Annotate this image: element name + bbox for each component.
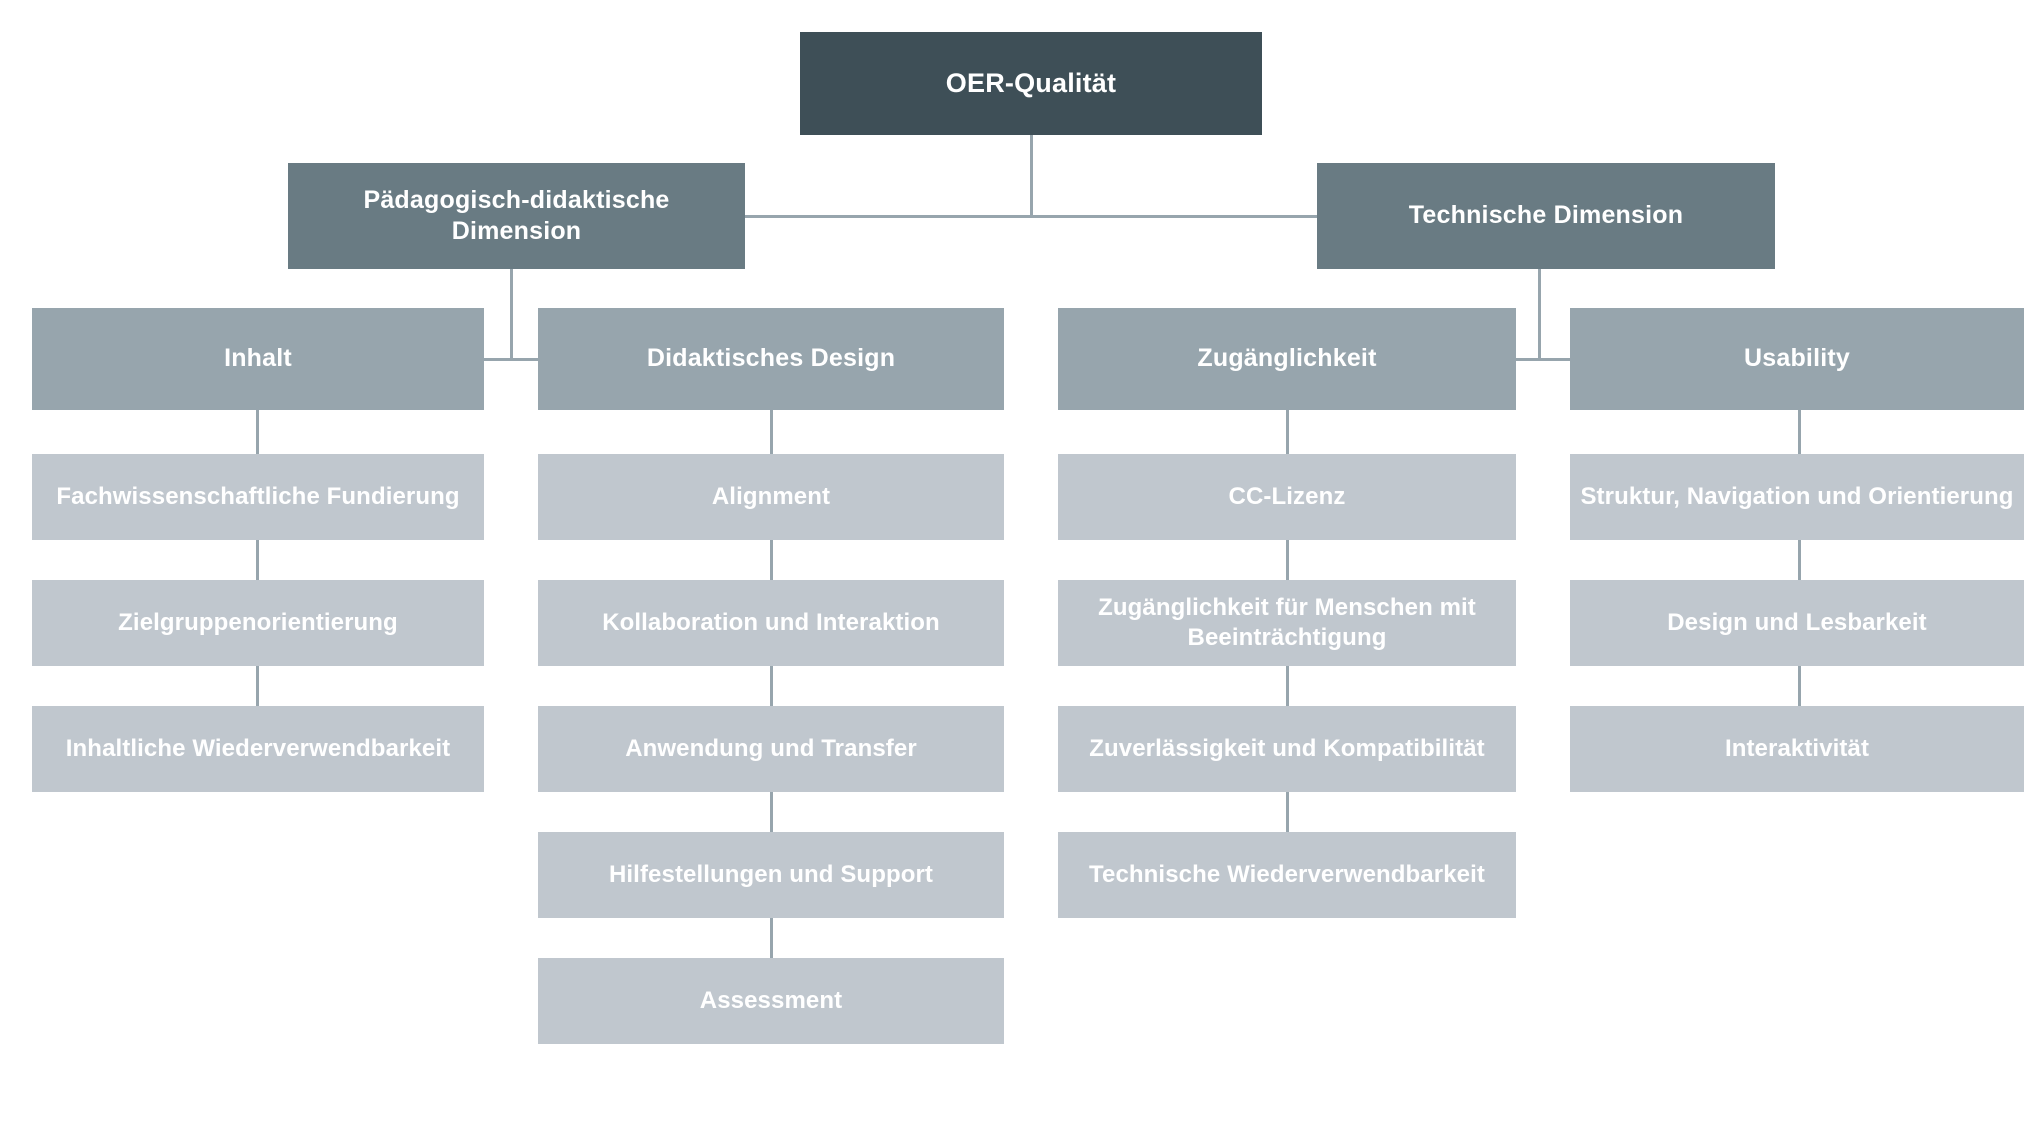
connector-col3-1 <box>1286 410 1289 454</box>
node-label: Zuverlässigkeit und Kompatibilität <box>1089 734 1485 762</box>
connector-col2-4 <box>770 792 773 836</box>
node-fachwissenschaftliche-fundierung: Fachwissenschaftliche Fundierung <box>32 454 484 540</box>
connector-left-dimension-stem <box>510 269 513 360</box>
node-didaktisches-design: Didaktisches Design <box>538 308 1004 410</box>
connector-col3-3 <box>1286 666 1289 710</box>
node-usability: Usability <box>1570 308 2024 410</box>
node-label: CC-Lizenz <box>1228 482 1346 510</box>
node-inhalt: Inhalt <box>32 308 484 410</box>
node-label: Inhaltliche Wiederverwendbarkeit <box>65 734 451 762</box>
node-anwendung-und-transfer: Anwendung und Transfer <box>538 706 1004 792</box>
connector-col2-3 <box>770 666 773 710</box>
node-alignment: Alignment <box>538 454 1004 540</box>
node-label: Kollaboration und Interaktion <box>602 608 940 636</box>
node-label: OER-Qualität <box>945 68 1117 99</box>
connector-col3-4 <box>1286 792 1289 836</box>
connector-col3-2 <box>1286 540 1289 584</box>
connector-col4-2 <box>1798 540 1801 584</box>
connector-col4-1 <box>1798 410 1801 454</box>
node-label: Technische Wiederverwendbarkeit <box>1089 860 1485 888</box>
connector-col2-5 <box>770 918 773 962</box>
node-label: Anwendung und Transfer <box>625 734 917 762</box>
node-zuverlaessigkeit-und-kompatibilitaet: Zuverlässigkeit und Kompatibilität <box>1058 706 1516 792</box>
node-label: Didaktisches Design <box>646 344 896 373</box>
connector-col4-3 <box>1798 666 1801 710</box>
node-label: Zugänglichkeit <box>1197 344 1377 373</box>
connector-col1-2 <box>256 540 259 584</box>
node-label: Technische Dimension <box>1408 201 1684 230</box>
node-label: Assessment <box>699 986 843 1014</box>
connector-dimension-spine <box>745 215 1317 218</box>
node-design-und-lesbarkeit: Design und Lesbarkeit <box>1570 580 2024 666</box>
node-assessment: Assessment <box>538 958 1004 1044</box>
node-label: Design und Lesbarkeit <box>1667 608 1927 636</box>
node-label: Interaktivität <box>1724 734 1870 762</box>
node-label: Inhalt <box>224 344 292 373</box>
connector-col2-2 <box>770 540 773 584</box>
node-cc-lizenz: CC-Lizenz <box>1058 454 1516 540</box>
node-label: Fachwissenschaftliche Fundierung <box>56 482 460 510</box>
connector-right-dimension-stem <box>1538 269 1541 360</box>
node-paedagogisch-didaktische-dimension: Pädagogisch-didaktische Dimension <box>288 163 745 269</box>
connector-col1-1 <box>256 410 259 454</box>
node-zielgruppenorientierung: Zielgruppenorientierung <box>32 580 484 666</box>
node-interaktivitaet: Interaktivität <box>1570 706 2024 792</box>
node-label: Alignment <box>711 482 831 510</box>
node-zugaenglichkeit: Zugänglichkeit <box>1058 308 1516 410</box>
node-label: Pädagogisch-didaktische Dimension <box>363 185 670 246</box>
connector-col1-3 <box>256 666 259 710</box>
connector-right-category-spine <box>1286 358 1798 361</box>
connector-left-category-spine <box>258 358 771 361</box>
node-technische-wiederverwendbarkeit: Technische Wiederverwendbarkeit <box>1058 832 1516 918</box>
node-inhaltliche-wiederverwendbarkeit: Inhaltliche Wiederverwendbarkeit <box>32 706 484 792</box>
node-hilfestellungen-und-support: Hilfestellungen und Support <box>538 832 1004 918</box>
node-label: Hilfestellungen und Support <box>608 860 934 888</box>
node-zugaenglichkeit-fuer-menschen-mit-beeintraechtigung: Zugänglichkeit für Menschen mit Beeinträ… <box>1058 580 1516 666</box>
node-struktur-navigation-und-orientierung: Struktur, Navigation und Orientierung <box>1570 454 2024 540</box>
node-kollaboration-und-interaktion: Kollaboration und Interaktion <box>538 580 1004 666</box>
connector-col2-1 <box>770 410 773 454</box>
node-label: Usability <box>1744 344 1850 373</box>
connector-root-stem <box>1030 135 1033 216</box>
node-technische-dimension: Technische Dimension <box>1317 163 1775 269</box>
node-label: Zugänglichkeit für Menschen mit Beeinträ… <box>1098 593 1476 651</box>
node-oer-qualitaet: OER-Qualität <box>800 32 1262 135</box>
node-label: Struktur, Navigation und Orientierung <box>1580 482 2014 510</box>
node-label: Zielgruppenorientierung <box>118 608 398 636</box>
